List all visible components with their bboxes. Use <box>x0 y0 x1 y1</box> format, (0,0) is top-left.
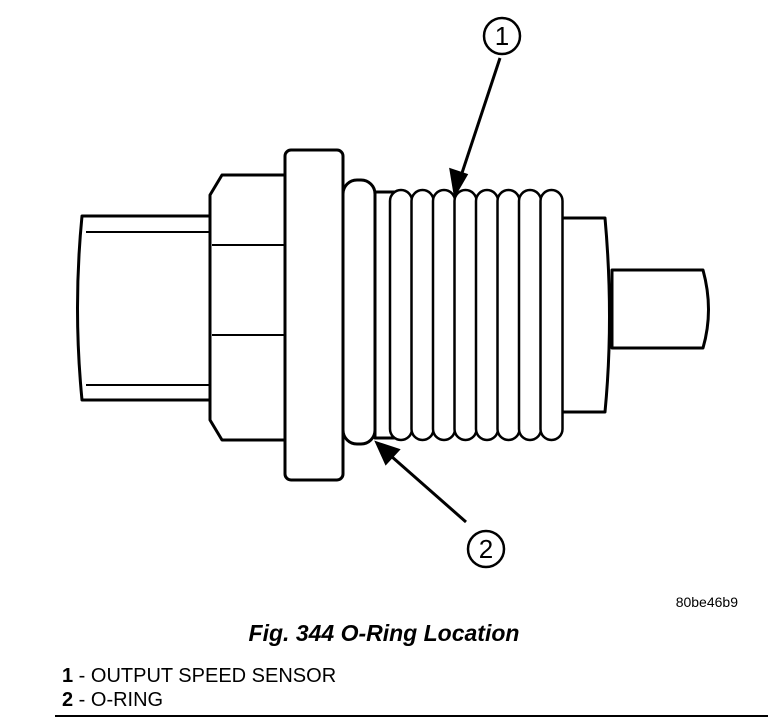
thread-ridge <box>431 188 457 442</box>
sensor-illustration: 1 2 <box>76 16 710 569</box>
callout-label-2: 2 <box>479 534 493 564</box>
thread-ridge <box>474 188 500 442</box>
legend-number: 2 <box>62 689 74 711</box>
thread-ridge <box>517 188 543 442</box>
connector-body <box>76 214 224 402</box>
thread-ridge <box>496 188 521 442</box>
sensor-tip <box>610 268 710 350</box>
thread-ridge <box>453 188 478 442</box>
figure-caption: Fig. 344 O-Ring Location <box>248 620 520 646</box>
legend-item: 1 - OUTPUT SPEED SENSOR <box>62 664 336 688</box>
figure-reference-id: 80be46b9 <box>675 594 738 610</box>
hex-nut <box>208 173 292 442</box>
flange <box>283 148 345 482</box>
shaft-body <box>548 216 611 414</box>
callout-circle-1 <box>482 16 522 56</box>
callout-circle-2 <box>466 529 506 569</box>
leader-2 <box>390 454 467 524</box>
callout-label-1: 1 <box>495 21 509 51</box>
arrowhead-2 <box>374 440 401 466</box>
thread-ridge <box>410 188 435 442</box>
thread-ridge <box>388 188 414 442</box>
o-ring <box>341 178 377 446</box>
bottom-rule <box>55 715 768 717</box>
legend-number: 1 <box>62 665 74 687</box>
legend: 1 - OUTPUT SPEED SENSOR 2 - O-RING <box>62 664 336 712</box>
thread-ridge <box>539 188 564 442</box>
arrowhead-1 <box>449 167 469 199</box>
legend-text: - O-RING <box>73 689 164 711</box>
legend-item: 2 - O-RING <box>62 688 336 712</box>
legend-text: - OUTPUT SPEED SENSOR <box>73 665 337 687</box>
leader-1 <box>459 57 502 177</box>
